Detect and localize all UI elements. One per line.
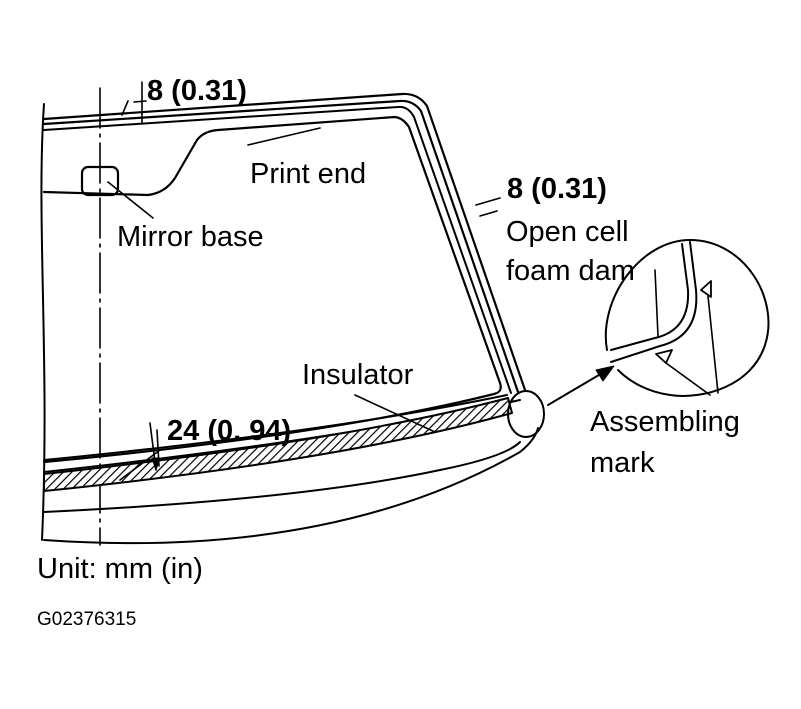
mirror-leader bbox=[107, 181, 154, 219]
insulator-leader bbox=[354, 394, 436, 433]
dim-bottom-arrow bbox=[151, 457, 161, 471]
body-lower-contour bbox=[43, 441, 521, 513]
corner-detail-circle bbox=[507, 390, 545, 438]
mirror-base-label: Mirror base bbox=[117, 221, 264, 253]
dim-top-tick-1 bbox=[121, 100, 129, 116]
assembling-mark-label-line1: Assembling bbox=[590, 406, 740, 438]
foam-dam-outer bbox=[610, 243, 690, 351]
dim-top-tick-3 bbox=[133, 100, 147, 103]
assembling-leader-1 bbox=[707, 295, 719, 394]
assembling-mark-lower bbox=[655, 349, 673, 364]
insulator-label: Insulator bbox=[302, 359, 414, 391]
detail-arrow-head bbox=[595, 365, 615, 382]
foam-dam-inner bbox=[610, 241, 698, 363]
glass-bottom-inner bbox=[43, 394, 508, 461]
figure-id: G02376315 bbox=[37, 609, 137, 630]
dimension-side-label: 8 (0.31) bbox=[507, 173, 607, 205]
assembling-mark-upper bbox=[700, 280, 712, 298]
body-left-edge bbox=[40, 103, 46, 541]
detail-arrow-line bbox=[547, 371, 605, 406]
dim-side-tick-2 bbox=[479, 210, 498, 217]
foam-dam-label-line1: Open cell bbox=[506, 216, 629, 248]
dimension-bottom-label: 24 (0. 94) bbox=[167, 415, 292, 447]
foam-dam-label-line2: foam dam bbox=[506, 255, 635, 287]
bottom-dim-leader bbox=[119, 449, 161, 481]
unit-note: Unit: mm (in) bbox=[37, 553, 203, 585]
glass-edge-top-3 bbox=[43, 105, 512, 394]
glass-outer-top bbox=[42, 92, 527, 392]
assembling-mark-label-line2: mark bbox=[590, 447, 655, 479]
glass-edge-top-2 bbox=[42, 99, 520, 394]
print-end-leader bbox=[247, 127, 321, 146]
print-end-line bbox=[42, 115, 502, 464]
insulator-strip bbox=[43, 397, 513, 492]
dimension-top-label: 8 (0.31) bbox=[147, 75, 247, 107]
detail-circle bbox=[604, 239, 770, 397]
assembling-leader-2 bbox=[665, 362, 711, 396]
foam-dam-leader bbox=[654, 269, 659, 337]
body-lower-edge bbox=[43, 427, 539, 545]
print-end-label: Print end bbox=[250, 158, 367, 190]
dim-side-tick-1 bbox=[475, 197, 501, 206]
